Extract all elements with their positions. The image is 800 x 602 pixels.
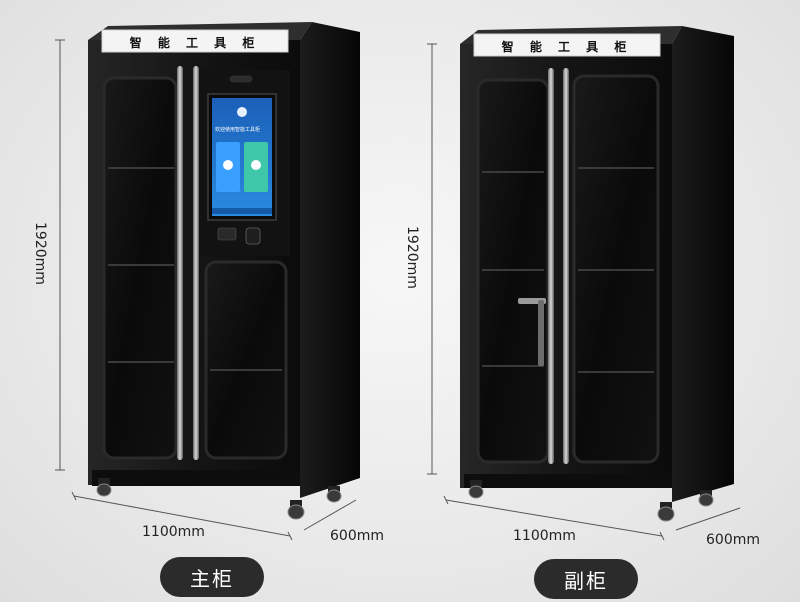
sub-right-door-handle[interactable] — [563, 68, 569, 464]
door-lock-handle — [538, 300, 544, 366]
sub-cabinet-side — [672, 26, 734, 502]
user-icon — [223, 160, 233, 170]
sub-cabinet-base — [464, 474, 672, 488]
main-depth-dimension: 600mm — [330, 528, 384, 544]
main-cabinet-sign-board — [101, 29, 289, 53]
sub-cabinet — [460, 26, 734, 522]
main-right-door-glass — [204, 260, 288, 460]
main-cabinet-base — [92, 470, 300, 486]
sub-dimension-lines — [427, 43, 741, 541]
sub-width-dimension: 1100mm — [513, 528, 576, 544]
caster-wheel — [468, 480, 484, 499]
main-cabinet-label: 主柜 — [160, 557, 264, 597]
main-cabinet-sign-text: 智 能 工 具 柜 — [129, 36, 261, 50]
main-cabinet — [88, 22, 360, 520]
caster-wheel — [657, 502, 675, 522]
main-height-dimension: 1920mm — [32, 222, 48, 285]
user-icon — [251, 160, 261, 170]
camera-slot — [229, 75, 253, 83]
main-left-door-glass — [102, 76, 178, 460]
main-width-dimension: 1100mm — [142, 524, 205, 540]
sub-height-dimension: 1920mm — [404, 226, 420, 289]
caster-wheel — [96, 478, 112, 497]
main-dimension-lines — [55, 39, 357, 541]
caster-wheel — [287, 500, 305, 520]
screen-logo-icon — [237, 107, 247, 117]
main-left-door-handle[interactable] — [177, 66, 183, 460]
sub-cabinet-sign-board — [473, 33, 661, 57]
sub-cabinet-label: 副柜 — [534, 559, 638, 599]
main-right-door-handle[interactable] — [193, 66, 199, 460]
screen-welcome-text: 欢迎使用智能工具柜 — [215, 127, 261, 133]
screen-footer-bar — [212, 208, 272, 214]
caster-wheel — [698, 490, 714, 507]
sub-depth-dimension: 600mm — [706, 532, 760, 548]
main-cabinet-side — [300, 22, 360, 498]
card-reader — [217, 227, 237, 241]
fingerprint-reader — [245, 227, 261, 245]
sub-left-door-handle[interactable] — [548, 68, 554, 464]
sub-cabinet-sign-text: 智 能 工 具 柜 — [501, 40, 633, 54]
caster-wheel — [326, 486, 342, 503]
